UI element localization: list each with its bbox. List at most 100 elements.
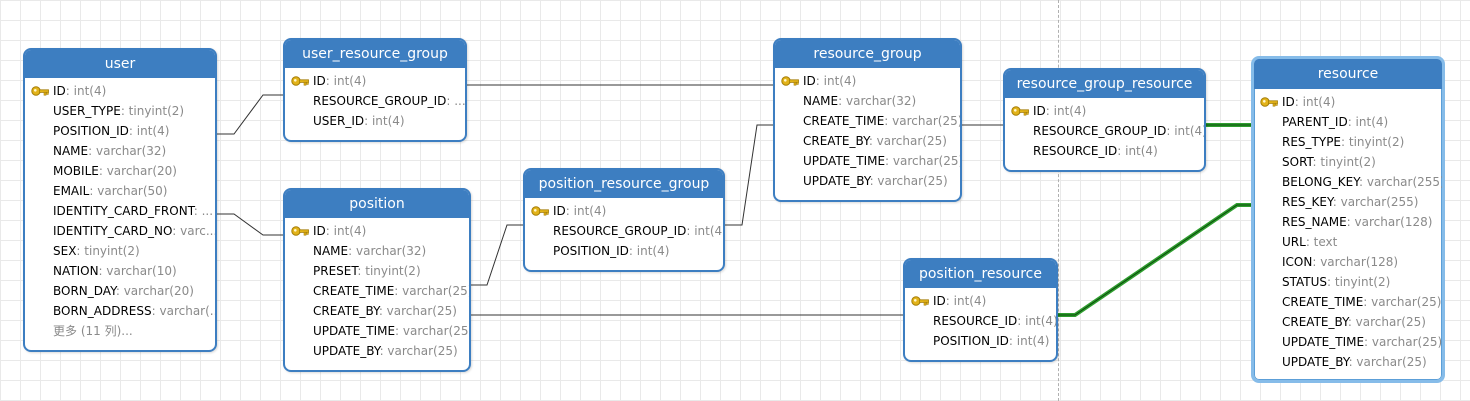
column-row[interactable]: USER_ID: int(4) xyxy=(285,111,465,131)
column-name: ICON xyxy=(1282,255,1313,269)
more-columns-link[interactable]: 更多 (11 列)... xyxy=(53,324,133,338)
column-type: int(4) xyxy=(1355,115,1389,129)
column-list: ID: int(4)NAME: varchar(32)CREATE_TIME: … xyxy=(775,68,960,191)
table-title[interactable]: resource_group xyxy=(775,40,960,68)
column-name: RESOURCE_GROUP_ID xyxy=(313,94,447,108)
column-name: SEX xyxy=(53,244,77,258)
primary-key-column[interactable]: ID: int(4) xyxy=(285,71,465,91)
table-title[interactable]: user_resource_group xyxy=(285,40,465,68)
primary-key-column[interactable]: ID: int(4) xyxy=(25,81,215,101)
column-row[interactable]: PRESET: tinyint(2) xyxy=(285,261,469,281)
column-row[interactable]: IDENTITY_CARD_FRONT: ... xyxy=(25,201,215,221)
table-title[interactable]: position_resource xyxy=(905,260,1056,288)
page-boundary-line xyxy=(1058,0,1059,401)
column-row[interactable]: CREATE_BY: varchar(25) xyxy=(1254,312,1442,332)
column-row[interactable]: USER_TYPE: tinyint(2) xyxy=(25,101,215,121)
column-row[interactable]: RESOURCE_ID: int(4) xyxy=(905,311,1056,331)
column-row[interactable]: RESOURCE_GROUP_ID: ... xyxy=(285,91,465,111)
column-row[interactable]: UPDATE_TIME: varchar(25) xyxy=(285,321,469,341)
column-type: tinyint(2) xyxy=(365,264,421,278)
column-row[interactable]: POSITION_ID: int(4) xyxy=(525,241,723,261)
column-row[interactable]: CREATE_TIME: varchar(25) xyxy=(285,281,469,301)
primary-key-column[interactable]: ID: int(4) xyxy=(525,201,723,221)
column-row[interactable]: EMAIL: varchar(50) xyxy=(25,181,215,201)
column-name: ID xyxy=(553,204,566,218)
column-row[interactable]: RESOURCE_GROUP_ID: int(4) xyxy=(1005,121,1204,141)
column-row[interactable]: CREATE_TIME: varchar(25) xyxy=(1254,292,1442,312)
column-row[interactable]: BORN_ADDRESS: varchar(... xyxy=(25,301,215,321)
column-row[interactable]: SEX: tinyint(2) xyxy=(25,241,215,261)
column-row[interactable]: UPDATE_BY: varchar(25) xyxy=(1254,352,1442,372)
column-row[interactable]: RES_TYPE: tinyint(2) xyxy=(1254,132,1442,152)
primary-key-column[interactable]: ID: int(4) xyxy=(905,291,1056,311)
table-resource[interactable]: resource ID: int(4)PARENT_ID: int(4)RES_… xyxy=(1251,56,1445,383)
column-row[interactable]: RESOURCE_GROUP_ID: int(4) xyxy=(525,221,723,241)
column-row[interactable]: URL: text xyxy=(1254,232,1442,252)
column-row[interactable]: UPDATE_BY: varchar(25) xyxy=(775,171,960,191)
table-title[interactable]: resource_group_resource xyxy=(1005,70,1204,98)
column-type: varchar(255) xyxy=(1340,195,1419,209)
primary-key-column[interactable]: ID: int(4) xyxy=(285,221,469,241)
table-resource-group[interactable]: resource_group ID: int(4)NAME: varchar(3… xyxy=(773,38,962,202)
primary-key-column[interactable]: ID: int(4) xyxy=(1254,92,1442,112)
column-name: BORN_DAY xyxy=(53,284,116,298)
column-row[interactable]: NATION: varchar(10) xyxy=(25,261,215,281)
column-type-separator: : xyxy=(884,114,893,128)
column-row[interactable]: NAME: varchar(32) xyxy=(775,91,960,111)
column-row[interactable]: POSITION_ID: int(4) xyxy=(25,121,215,141)
column-type: varchar(25) xyxy=(386,304,457,318)
column-row[interactable]: ICON: varchar(128) xyxy=(1254,252,1442,272)
primary-key-column[interactable]: ID: int(4) xyxy=(775,71,960,91)
column-row[interactable]: BELONG_KEY: varchar(255) xyxy=(1254,172,1442,192)
column-row[interactable]: BORN_DAY: varchar(20) xyxy=(25,281,215,301)
table-title[interactable]: position_resource_group xyxy=(525,170,723,198)
column-row[interactable]: NAME: varchar(32) xyxy=(285,241,469,261)
column-type: tinyint(2) xyxy=(84,244,140,258)
column-type-separator: : xyxy=(1363,295,1372,309)
column-type: int(4) xyxy=(636,244,670,258)
primary-key-column[interactable]: ID: int(4) xyxy=(1005,101,1204,121)
column-name: RES_NAME xyxy=(1282,215,1347,229)
primary-key-icon xyxy=(291,74,309,88)
relation-position-resource-resource-highlighted xyxy=(1057,203,1253,317)
table-position[interactable]: position ID: int(4)NAME: varchar(32)PRES… xyxy=(283,188,471,372)
column-row[interactable]: IDENTITY_CARD_NO: varc... xyxy=(25,221,215,241)
column-row[interactable]: CREATE_BY: varchar(25) xyxy=(285,301,469,321)
column-name: SORT xyxy=(1282,155,1313,169)
column-row[interactable]: CREATE_TIME: varchar(25) xyxy=(775,111,960,131)
column-row[interactable]: PARENT_ID: int(4) xyxy=(1254,112,1442,132)
table-position-resource[interactable]: position_resource ID: int(4)RESOURCE_ID:… xyxy=(903,258,1058,362)
column-row[interactable]: MOBILE: varchar(20) xyxy=(25,161,215,181)
column-row[interactable]: POSITION_ID: int(4) xyxy=(905,331,1056,351)
column-type: ... xyxy=(454,94,466,108)
column-type-separator: : xyxy=(325,74,334,88)
column-type-separator: : xyxy=(945,294,954,308)
column-name: MOBILE xyxy=(53,164,99,178)
column-row[interactable]: STATUS: tinyint(2) xyxy=(1254,272,1442,292)
table-position-resource-group[interactable]: position_resource_group ID: int(4)RESOUR… xyxy=(523,168,725,272)
column-row[interactable]: UPDATE_TIME: varchar(25) xyxy=(1254,332,1442,352)
column-type-separator: : xyxy=(89,184,98,198)
table-user-resource-group[interactable]: user_resource_group ID: int(4)RESOURCE_G… xyxy=(283,38,467,142)
column-row[interactable]: UPDATE_BY: varchar(25) xyxy=(285,341,469,361)
table-title[interactable]: position xyxy=(285,190,469,218)
column-type-separator: : xyxy=(128,124,137,138)
column-type-separator: : xyxy=(1347,315,1356,329)
column-type: varchar(25) xyxy=(387,344,458,358)
column-row[interactable]: RES_KEY: varchar(255) xyxy=(1254,192,1442,212)
column-row[interactable]: SORT: tinyint(2) xyxy=(1254,152,1442,172)
column-type: varchar(25) xyxy=(877,174,948,188)
table-user[interactable]: user ID: int(4)USER_TYPE: tinyint(2)POSI… xyxy=(23,48,217,352)
column-type: varchar(128) xyxy=(1354,215,1433,229)
column-row[interactable]: RESOURCE_ID: int(4) xyxy=(1005,141,1204,161)
column-name: RESOURCE_GROUP_ID xyxy=(1033,124,1167,138)
table-title[interactable]: user xyxy=(25,50,215,78)
column-row[interactable]: CREATE_BY: varchar(25) xyxy=(775,131,960,151)
column-row[interactable]: UPDATE_TIME: varchar(25) xyxy=(775,151,960,171)
column-name: IDENTITY_CARD_FRONT xyxy=(53,204,194,218)
table-title[interactable]: resource xyxy=(1254,59,1442,89)
column-row[interactable]: NAME: varchar(32) xyxy=(25,141,215,161)
table-resource-group-resource[interactable]: resource_group_resource ID: int(4)RESOUR… xyxy=(1003,68,1206,172)
column-row[interactable]: RES_NAME: varchar(128) xyxy=(1254,212,1442,232)
